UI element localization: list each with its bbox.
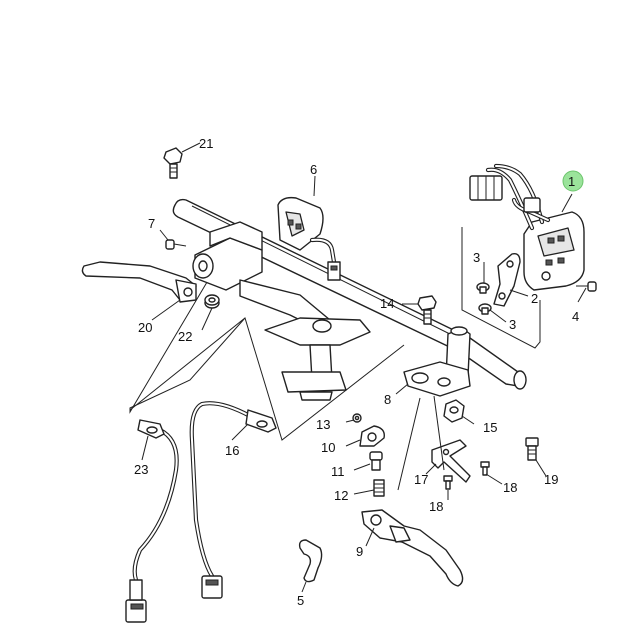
callout-15[interactable]: 15 [483, 420, 497, 435]
callout-18a[interactable]: 18 [503, 480, 517, 495]
left-switch-housing-6 [277, 196, 341, 281]
callout-12[interactable]: 12 [334, 488, 348, 503]
callout-14[interactable]: 14 [380, 296, 394, 311]
screw-7 [165, 239, 187, 250]
callout-19[interactable]: 19 [544, 472, 558, 487]
switch-cable-23 [125, 419, 179, 623]
callout-11[interactable]: 11 [331, 464, 345, 479]
right-lever-9 [361, 509, 464, 587]
callout-6[interactable]: 6 [310, 162, 317, 177]
lever-holder-8 [403, 326, 471, 397]
pivot-11 [369, 451, 383, 471]
highlight-badge [562, 170, 584, 192]
callout-9[interactable]: 9 [356, 544, 363, 559]
screw-18b [443, 475, 453, 490]
callout-21[interactable]: 21 [199, 136, 213, 151]
callout-22[interactable]: 22 [178, 329, 192, 344]
callout-18b[interactable]: 18 [429, 499, 443, 514]
left-lever-20 [81, 261, 197, 303]
screw-18a [480, 461, 490, 476]
callout-17[interactable]: 17 [414, 472, 428, 487]
clamp-5 [298, 539, 323, 583]
callout-4[interactable]: 4 [572, 309, 579, 324]
screw-3a [476, 282, 490, 294]
callout-8[interactable]: 8 [384, 392, 391, 407]
callout-23[interactable]: 23 [134, 462, 148, 477]
spring-12 [373, 479, 385, 497]
collar-10 [359, 425, 385, 447]
callout-20[interactable]: 20 [138, 320, 152, 335]
callout-3a[interactable]: 3 [473, 250, 480, 265]
left-switch-group-outline [129, 271, 246, 414]
callout-1[interactable]: 1 [568, 174, 575, 189]
callout-5[interactable]: 5 [297, 593, 304, 608]
callout-16[interactable]: 16 [225, 443, 239, 458]
washer-13 [352, 413, 362, 423]
bolt-21 [163, 147, 183, 179]
callout-13[interactable]: 13 [316, 417, 330, 432]
right-switch-housing-1 [469, 163, 585, 291]
callout-10[interactable]: 10 [321, 440, 335, 455]
nut-15 [443, 399, 465, 423]
callout-3b[interactable]: 3 [509, 317, 516, 332]
switch-cable-16 [189, 401, 277, 599]
leader-lines [141, 142, 587, 593]
screw-4 [576, 281, 597, 292]
callout-7[interactable]: 7 [148, 216, 155, 231]
nut-22 [204, 294, 220, 309]
bolt-19 [525, 437, 539, 461]
center-mount [264, 317, 371, 401]
right-switch-group-outline [461, 227, 541, 349]
screw-3b [478, 303, 492, 315]
bracket-2 [493, 252, 521, 307]
left-master-cylinder [192, 221, 331, 331]
left-lower-group-outline [129, 317, 405, 441]
callout-2[interactable]: 2 [531, 291, 538, 306]
